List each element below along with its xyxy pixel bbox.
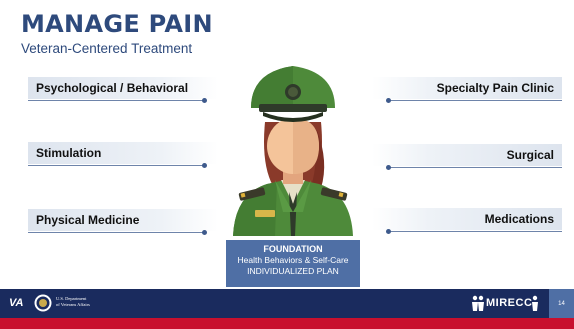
connector-line bbox=[388, 100, 562, 101]
dept-line-2: of Veterans Affairs bbox=[56, 302, 90, 307]
treatment-label-specialty-pain-clinic: Specialty Pain Clinic bbox=[372, 77, 562, 99]
connector-dot bbox=[386, 165, 391, 170]
footer-accent-stripe bbox=[0, 318, 574, 329]
mirecc-logo-text: MIRECC bbox=[486, 297, 533, 309]
treatment-label-stimulation: Stimulation bbox=[28, 142, 218, 164]
slide-subtitle: Veteran-Centered Treatment bbox=[21, 41, 193, 56]
connector-line bbox=[388, 231, 562, 232]
va-seal-icon bbox=[34, 294, 52, 312]
connector-dot bbox=[202, 230, 207, 235]
foundation-line-1: Health Behaviors & Self-Care bbox=[237, 255, 349, 265]
connector-line bbox=[388, 167, 562, 168]
dept-line-1: U.S. Department bbox=[56, 296, 87, 301]
foundation-box: FOUNDATION Health Behaviors & Self-Care … bbox=[226, 240, 360, 287]
page-number: 14 bbox=[549, 289, 574, 318]
connector-line bbox=[28, 232, 204, 233]
treatment-label-psychological: Psychological / Behavioral bbox=[28, 77, 218, 99]
connector-dot bbox=[386, 229, 391, 234]
foundation-line-2: INDIVIDUALIZED PLAN bbox=[247, 266, 339, 276]
foundation-heading: FOUNDATION bbox=[263, 244, 323, 254]
mirecc-logo-icon bbox=[472, 295, 538, 311]
connector-dot bbox=[202, 98, 207, 103]
connector-line bbox=[28, 100, 204, 101]
va-department-text: U.S. Department of Veterans Affairs bbox=[56, 296, 96, 308]
treatment-label-surgical: Surgical bbox=[372, 144, 562, 166]
veteran-avatar-icon bbox=[233, 66, 353, 236]
treatment-label-physical-medicine: Physical Medicine bbox=[28, 209, 218, 231]
treatment-label-medications: Medications bbox=[372, 208, 562, 230]
va-logo: VA bbox=[9, 297, 24, 309]
connector-dot bbox=[202, 163, 207, 168]
slide-title: MANAGE PAIN bbox=[21, 10, 213, 38]
connector-line bbox=[28, 165, 204, 166]
connector-dot bbox=[386, 98, 391, 103]
